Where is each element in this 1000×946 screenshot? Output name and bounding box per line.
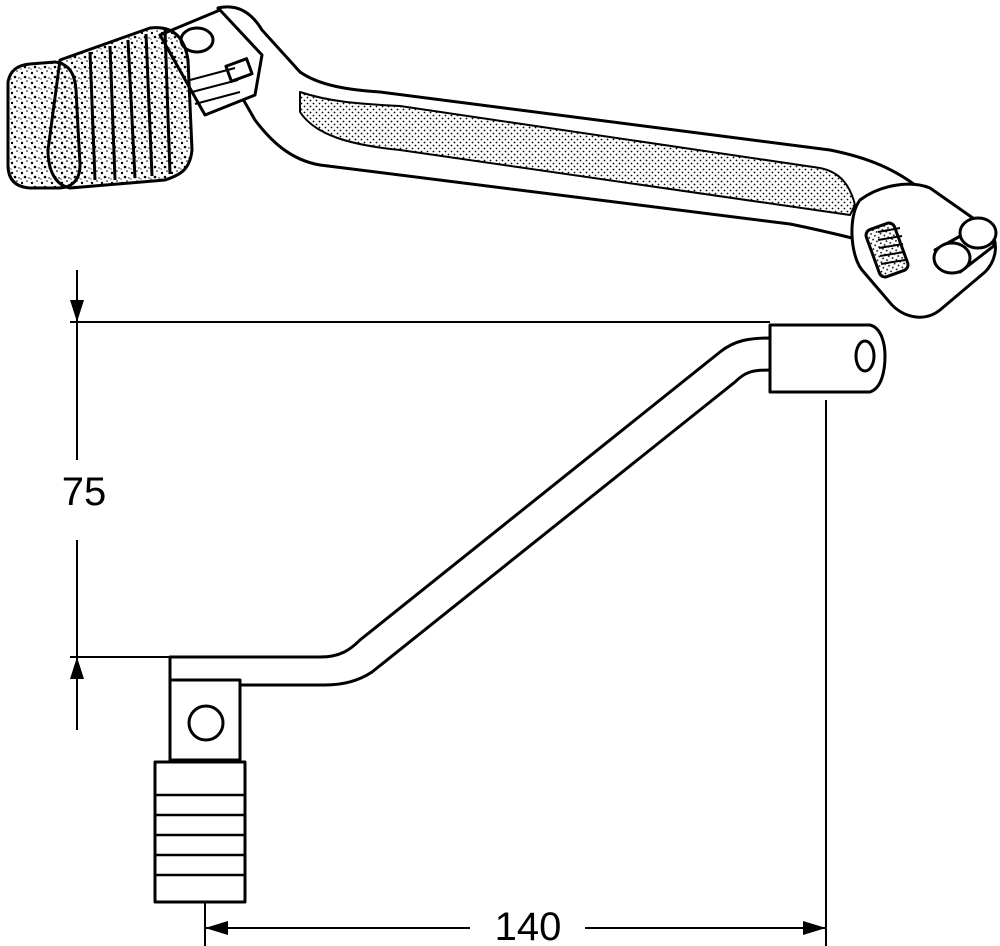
arrow-horizontal-left — [205, 921, 228, 935]
lever-arm-texture — [299, 91, 856, 216]
tip-clevis-slot — [224, 57, 254, 83]
side-pivot-hole — [854, 339, 876, 373]
side-pivot-boss — [768, 323, 887, 394]
lever-side-view — [153, 323, 887, 904]
arrow-vertical-top — [70, 300, 84, 322]
tip-hinge-lines — [189, 67, 241, 105]
spline-teeth — [877, 227, 906, 265]
pivot-bolt-top — [958, 216, 998, 250]
pivot-bolt-head — [932, 241, 972, 275]
side-peg-ribs — [155, 793, 245, 877]
horizontal-dimension-label: 140 — [495, 905, 562, 946]
side-peg — [153, 760, 247, 904]
side-arm — [168, 336, 772, 687]
rubber-peg-ribs — [88, 29, 172, 181]
rubber-peg-end-cap — [6, 60, 82, 190]
arrow-vertical-bottom — [70, 657, 84, 679]
dimension-arrows — [70, 300, 826, 935]
arrow-horizontal-right — [803, 921, 826, 935]
vertical-dimension-label: 75 — [62, 470, 107, 514]
side-clevis-pin — [187, 704, 225, 742]
lever-perspective-view — [6, 5, 998, 319]
pivot-housing — [850, 182, 997, 319]
